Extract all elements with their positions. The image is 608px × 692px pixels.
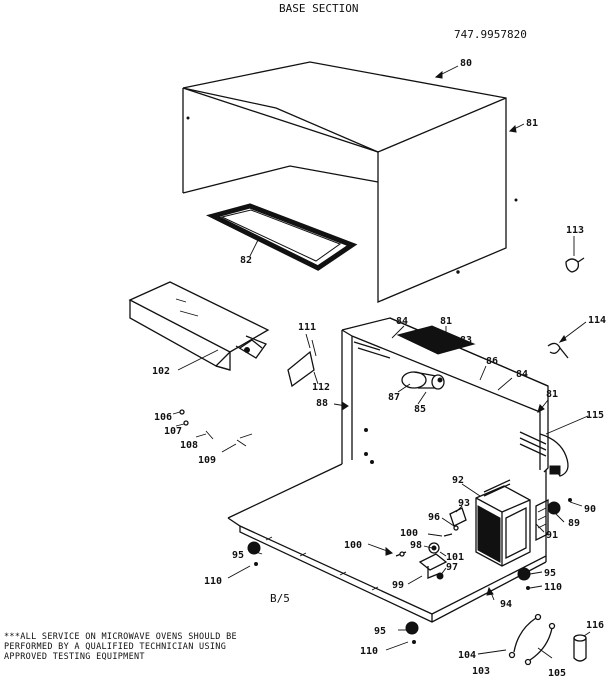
callout-92: 92 [452,475,464,486]
callout-95: 95 [232,550,244,561]
callout-84: 84 [396,316,408,327]
callout-81: 81 [546,389,558,400]
footnote-line-2: PERFORMED BY A QUALIFIED TECHNICIAN USIN… [4,642,227,652]
rubber-foot-right [517,567,531,590]
wire-lead-104 [508,613,542,659]
callout-115: 115 [586,410,604,421]
loose-screws [172,409,253,453]
callout-91: 91 [546,530,558,541]
callout-107: 107 [164,426,182,437]
callout-97: 97 [446,562,458,573]
callout-94: 94 [500,599,512,610]
callout-93: 93 [458,498,470,509]
outer-cabinet-wrapper [182,61,518,303]
callout-106: 106 [154,412,172,423]
service-footnote: ***ALL SERVICE ON MICROWAVE OVENS SHOULD… [4,632,334,662]
footnote-line-1: ***ALL SERVICE ON MICROWAVE OVENS SHOULD… [4,632,237,642]
diagram-title: BASE SECTION [279,2,358,15]
callout-81: 81 [526,118,538,129]
mounting-plate [449,507,467,527]
wire-lead-105 [524,622,556,666]
page-mark: B/5 [270,592,290,605]
callout-111: 111 [298,322,316,333]
power-cord [539,433,569,477]
callout-100: 100 [400,528,418,539]
capacitor [401,371,445,390]
callout-110: 110 [204,576,222,587]
callout-82: 82 [240,255,252,266]
gasket-frame [205,203,358,271]
duct-assembly [128,281,270,371]
oven-base-pan [227,317,549,623]
callout-110: 110 [544,582,562,593]
rubber-foot-rear [547,498,572,515]
footnote-line-3: APPROVED TESTING EQUIPMENT [4,652,145,662]
callout-87: 87 [388,392,400,403]
callout-102: 102 [152,366,170,377]
callout-109: 109 [198,455,216,466]
wire-clip-114 [547,342,569,359]
callout-labels: 80 81 82 113 114 111 84 81 83 102 112 86… [152,58,606,679]
rubber-foot-left [247,541,261,566]
callout-90: 90 [584,504,596,515]
callout-84: 84 [516,369,528,380]
callout-86: 86 [486,356,498,367]
callout-108: 108 [180,440,198,451]
callout-113: 113 [566,225,584,236]
callout-110: 110 [360,646,378,657]
small-bracket [287,339,317,388]
callout-85: 85 [414,404,426,415]
callout-80: 80 [460,58,472,69]
callout-100: 100 [344,540,362,551]
callout-104: 104 [458,650,476,661]
callout-114: 114 [588,315,606,326]
leader-lines [177,65,591,659]
callout-99: 99 [392,580,404,591]
callout-88: 88 [316,398,328,409]
callout-103: 103 [472,666,490,677]
model-number: 747.9957820 [454,28,527,41]
callout-101: 101 [446,552,464,563]
callout-98: 98 [410,540,422,551]
transformer [475,479,531,567]
callout-95: 95 [544,568,556,579]
label-plate [396,325,476,355]
wire-clip-113 [565,257,585,273]
callout-96: 96 [428,512,440,523]
callout-83: 83 [460,335,472,346]
rubber-foot-bottom [405,621,419,644]
callout-89: 89 [568,518,580,529]
callout-116: 116 [586,620,604,631]
callout-105: 105 [548,668,566,679]
callout-112: 112 [312,382,330,393]
callout-81: 81 [440,316,452,327]
callout-95: 95 [374,626,386,637]
cap-116 [573,634,587,662]
